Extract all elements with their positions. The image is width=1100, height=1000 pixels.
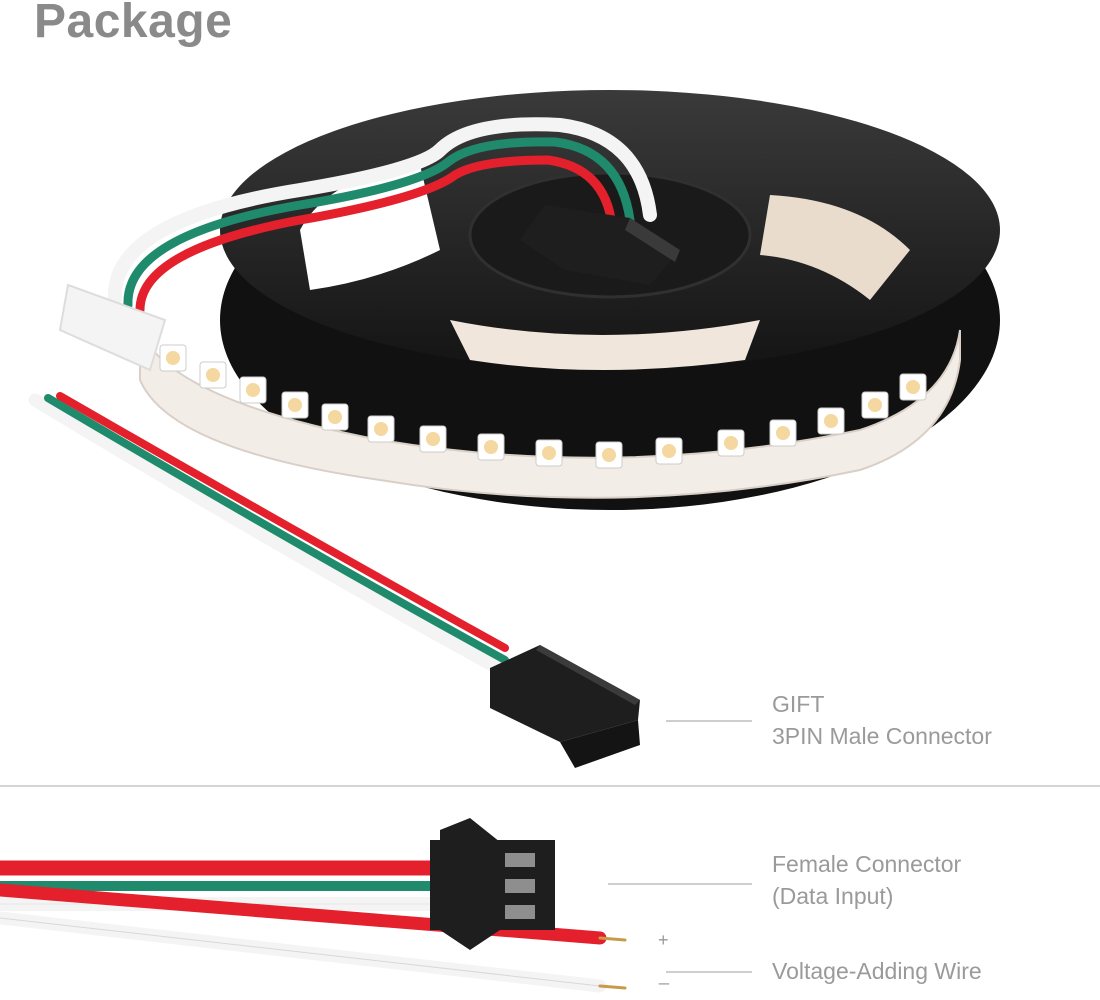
page-title: Package	[34, 0, 233, 48]
led-chips	[159, 344, 927, 469]
female-connector-label: Female Connector	[772, 851, 962, 877]
voltage-callout: Voltage-Adding Wire	[772, 955, 982, 987]
top-connector	[520, 205, 680, 285]
female-connector	[430, 818, 555, 950]
strip-end-sleeve	[58, 283, 167, 372]
led-strip	[139, 329, 961, 499]
strip-wires	[107, 117, 657, 315]
gift-label: GIFT	[772, 691, 825, 717]
male-connector	[490, 645, 640, 768]
male-connector-wires	[28, 392, 512, 679]
gift-callout: GIFT 3PIN Male Connector	[772, 688, 992, 752]
voltage-adding-wire-label: Voltage-Adding Wire	[772, 958, 982, 984]
female-callout: Female Connector (Data Input)	[772, 848, 961, 912]
male-connector-label: 3PIN Male Connector	[772, 723, 992, 749]
data-input-label: (Data Input)	[772, 883, 894, 909]
minus-sign: _	[659, 965, 670, 985]
plus-sign: +	[658, 930, 669, 950]
